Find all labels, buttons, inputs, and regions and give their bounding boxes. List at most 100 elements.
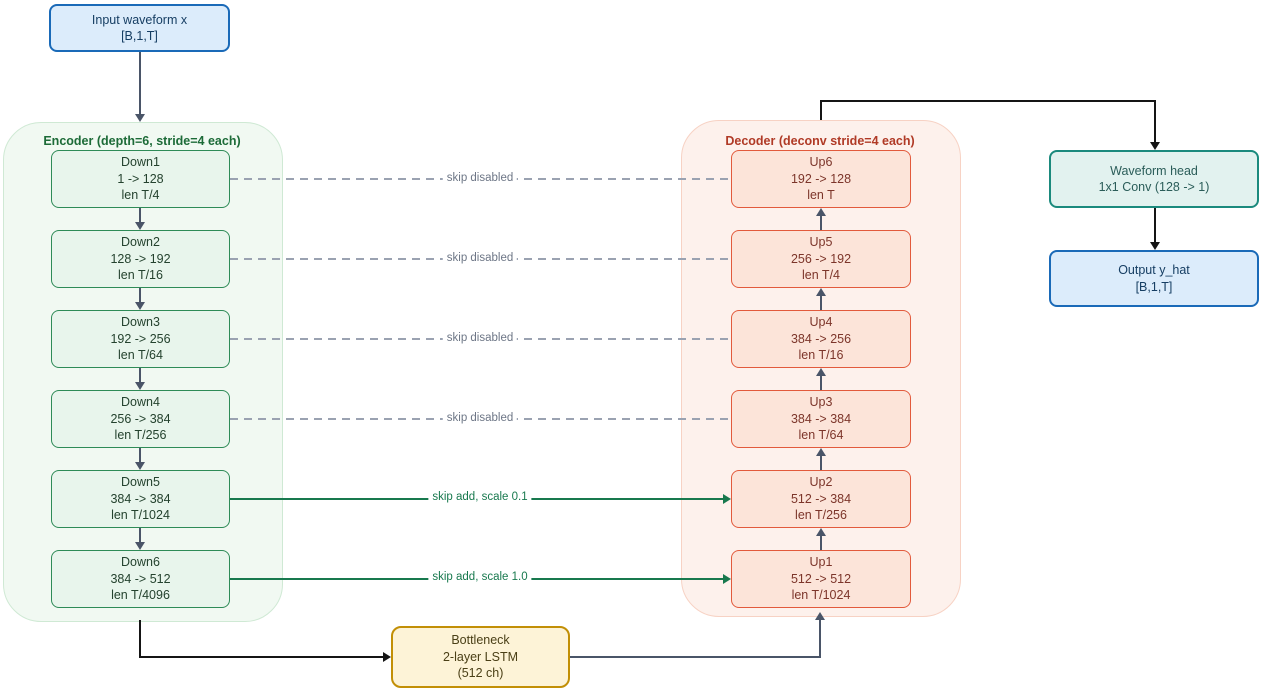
block-length: len T/64	[798, 428, 844, 443]
block-name: Up1	[809, 555, 833, 570]
block-length: len T/256	[114, 428, 167, 443]
arrow-down2-down3	[139, 288, 141, 302]
block-length: len T	[807, 188, 835, 203]
block-channels: 256 -> 384	[110, 411, 171, 426]
block-length: len T/16	[798, 348, 844, 363]
arrowhead-down3-down4	[135, 382, 145, 390]
arrow-up3-up4	[820, 376, 822, 390]
arrow-up2-up3	[820, 456, 822, 470]
arrow-up5-up6	[820, 216, 822, 230]
encoder-block-down3: Down3 192 -> 256 len T/64	[51, 310, 230, 368]
block-channels: 384 -> 384	[110, 491, 171, 506]
arrow-bottleneck-to-up1-v	[819, 620, 821, 657]
block-channels: 128 -> 192	[110, 251, 171, 266]
block-channels: 512 -> 384	[790, 491, 852, 506]
arrowhead-down2-down3	[135, 302, 145, 310]
block-channels: 256 -> 192	[790, 251, 852, 266]
bottleneck-label: Bottleneck	[451, 633, 510, 648]
block-length: len T/4096	[111, 588, 170, 603]
arrowhead-input-to-encoder	[135, 114, 145, 122]
input-node: Input waveform x [B,1,T]	[49, 4, 230, 52]
waveform-head-node: Waveform head 1x1 Conv (128 -> 1)	[1049, 150, 1259, 208]
skip-add-arrowhead-down6-up1	[723, 574, 731, 584]
block-name: Down4	[121, 395, 160, 410]
block-length: len T/16	[118, 268, 163, 283]
decoder-group-title: Decoder (deconv stride=4 each)	[725, 134, 915, 148]
arrowhead-head-to-output	[1150, 242, 1160, 250]
arrow-input-to-encoder	[139, 52, 141, 114]
arrow-up4-up5	[820, 296, 822, 310]
block-channels: 384 -> 256	[790, 331, 852, 346]
block-channels: 384 -> 384	[790, 411, 852, 426]
block-length: len T/64	[118, 348, 163, 363]
arrowhead-bottleneck-to-up1	[815, 612, 825, 620]
arrow-bottleneck-to-up1-h	[570, 656, 821, 658]
arrowhead-down1-down2	[135, 222, 145, 230]
arrow-decoder-to-head-v2	[1154, 100, 1156, 142]
arrowhead-encoder-to-bottleneck	[383, 652, 391, 662]
block-channels: 192 -> 256	[110, 331, 171, 346]
arrow-down5-down6	[139, 528, 141, 542]
block-channels: 384 -> 512	[110, 571, 171, 586]
bottleneck-node: Bottleneck 2-layer LSTM (512 ch)	[391, 626, 570, 688]
block-length: len T/4	[802, 268, 840, 283]
arrow-decoder-to-head-v1	[820, 100, 822, 120]
arrowhead-down5-down6	[135, 542, 145, 550]
encoder-block-down1: Down1 1 -> 128 len T/4	[51, 150, 230, 208]
encoder-block-down2: Down2 128 -> 192 len T/16	[51, 230, 230, 288]
arrow-down3-down4	[139, 368, 141, 382]
bottleneck-channels: (512 ch)	[457, 666, 504, 681]
block-name: Down2	[121, 235, 160, 250]
output-node-label: Output y_hat	[1118, 263, 1190, 277]
decoder-block-up4: Up4 384 -> 256 len T/16	[731, 310, 911, 368]
arrow-down4-down5	[139, 448, 141, 462]
arrow-up1-up2	[820, 536, 822, 550]
arrowhead-up4-up5	[816, 288, 826, 296]
arrowhead-down4-down5	[135, 462, 145, 470]
block-name: Up3	[809, 395, 833, 410]
arrowhead-up3-up4	[816, 368, 826, 376]
decoder-block-up6: Up6 192 -> 128 len T	[731, 150, 911, 208]
encoder-block-down5: Down5 384 -> 384 len T/1024	[51, 470, 230, 528]
block-name: Down3	[121, 315, 160, 330]
encoder-block-down6: Down6 384 -> 512 len T/4096	[51, 550, 230, 608]
skip-disabled-label-4: skip disabled	[442, 412, 518, 424]
block-name: Up4	[809, 315, 833, 330]
skip-disabled-label-2: skip disabled	[442, 252, 518, 264]
block-name: Down5	[121, 475, 160, 490]
block-name: Up2	[809, 475, 833, 490]
encoder-group-title: Encoder (depth=6, stride=4 each)	[43, 134, 241, 148]
skip-disabled-label-3: skip disabled	[442, 332, 518, 344]
skip-disabled-label-1: skip disabled	[442, 172, 518, 184]
arrowhead-up1-up2	[816, 528, 826, 536]
block-name: Down6	[121, 555, 160, 570]
skip-add-arrowhead-down5-up2	[723, 494, 731, 504]
output-node-shape: [B,1,T]	[1135, 279, 1173, 294]
bottleneck-type: 2-layer LSTM	[442, 649, 519, 664]
arrowhead-up2-up3	[816, 448, 826, 456]
block-name: Down1	[121, 155, 160, 170]
block-length: len T/256	[795, 508, 847, 523]
decoder-block-up2: Up2 512 -> 384 len T/256	[731, 470, 911, 528]
block-name: Up5	[809, 235, 833, 250]
input-node-label: Input waveform x	[91, 12, 188, 27]
arrowhead-decoder-to-head	[1150, 142, 1160, 150]
waveform-head-label: Waveform head	[1110, 163, 1198, 178]
decoder-block-up3: Up3 384 -> 384 len T/64	[731, 390, 911, 448]
skip-add-label-2: skip add, scale 1.0	[428, 571, 532, 583]
output-node: Output y_hat [B,1,T]	[1049, 250, 1259, 307]
block-length: len T/1024	[791, 588, 851, 603]
arrow-encoder-to-bottleneck-v	[139, 620, 141, 657]
decoder-block-up5: Up5 256 -> 192 len T/4	[731, 230, 911, 288]
block-name: Up6	[809, 155, 833, 170]
block-channels: 192 -> 128	[790, 171, 852, 186]
arrow-down1-down2	[139, 208, 141, 222]
block-channels: 1 -> 128	[117, 171, 164, 186]
block-length: len T/4	[121, 188, 160, 203]
decoder-block-up1: Up1 512 -> 512 len T/1024	[731, 550, 911, 608]
block-channels: 512 -> 512	[790, 571, 852, 586]
encoder-block-down4: Down4 256 -> 384 len T/256	[51, 390, 230, 448]
arrow-decoder-to-head-h	[820, 100, 1155, 102]
arrowhead-up5-up6	[816, 208, 826, 216]
